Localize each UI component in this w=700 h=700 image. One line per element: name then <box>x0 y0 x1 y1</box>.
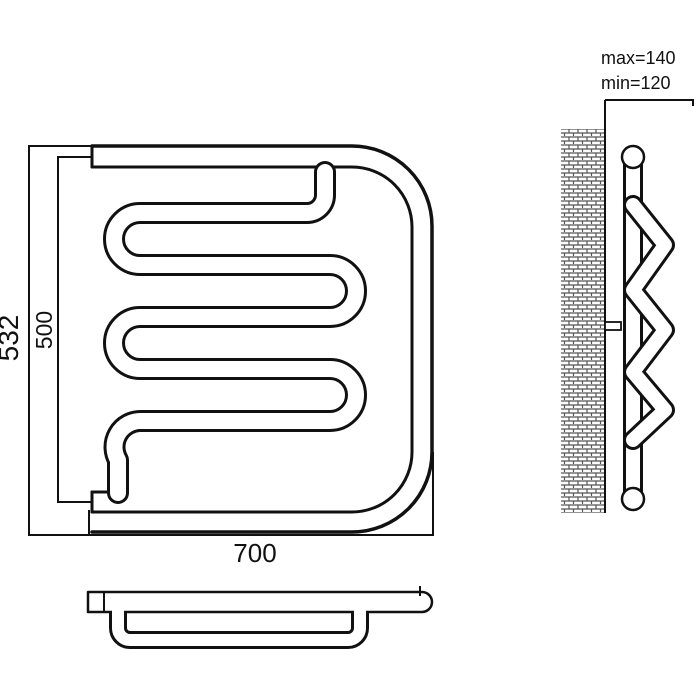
top-view-loop-bore <box>112 610 366 646</box>
side-zigzag-bore <box>626 198 672 447</box>
side-bottom-cap <box>620 486 646 512</box>
top-view <box>86 586 434 649</box>
serpentine-coil-bore <box>106 164 364 501</box>
wall-hatch <box>561 129 605 513</box>
frame-pipe-inner <box>90 165 414 514</box>
dim-500-label: 500 <box>31 311 57 349</box>
dim-532-line <box>28 145 92 536</box>
front-view <box>90 144 434 534</box>
dimension-lines <box>28 145 434 536</box>
mount-distance-min: min=120 <box>601 73 671 93</box>
wall-bracket <box>604 321 622 331</box>
mount-distance-max: max=140 <box>601 48 676 68</box>
dim-500-line <box>57 156 92 503</box>
frame-pipe-outer <box>90 144 434 534</box>
dim-700-label: 700 <box>233 538 276 568</box>
bottom-bar <box>90 490 354 514</box>
mount-offset-line <box>605 99 694 106</box>
top-view-bar <box>86 590 434 614</box>
side-view <box>561 99 694 513</box>
dim-700-line <box>88 452 434 536</box>
dim-532-label: 532 <box>0 315 24 362</box>
side-top-cap <box>620 144 646 170</box>
